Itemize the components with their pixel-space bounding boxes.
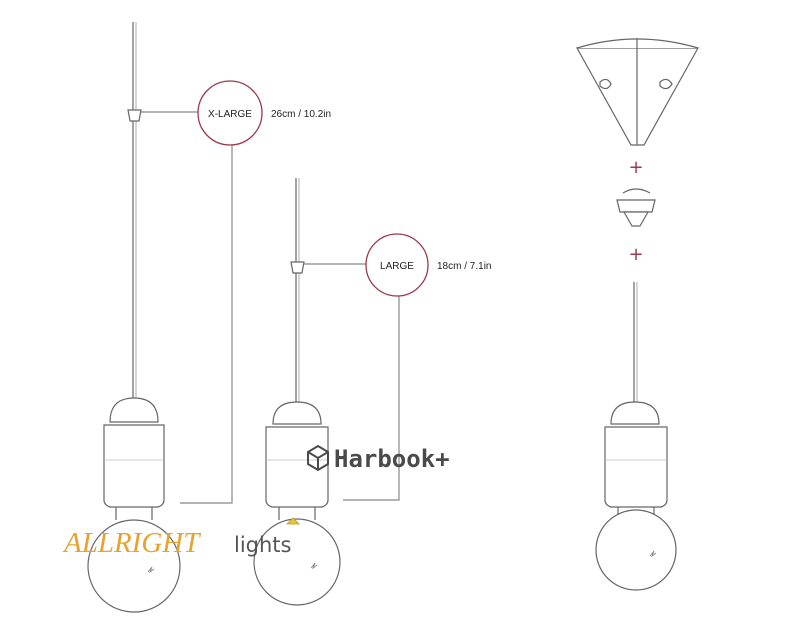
- assembly-dome: [610, 401, 660, 425]
- large-socket: [265, 426, 329, 508]
- xlarge-socket: [103, 424, 165, 508]
- plus-sign-2: +: [628, 244, 643, 265]
- xlarge-lamp: [87, 22, 233, 613]
- large-bulb: [253, 518, 341, 606]
- lights-watermark: lights: [234, 533, 291, 557]
- xlarge-label: X-LARGE: [208, 109, 252, 120]
- xlarge-label-circle: [197, 80, 263, 146]
- assembly-bulb: [595, 509, 677, 591]
- large-cord-stopper: [290, 261, 305, 274]
- xlarge-dimension: 26cm / 10.2in: [271, 109, 331, 120]
- allright-watermark: ALLRIGHT: [62, 527, 201, 559]
- cord-connector: [616, 199, 656, 213]
- filament-icon: [286, 517, 300, 525]
- large-lamp: [253, 178, 400, 606]
- large-label: LARGE: [380, 261, 414, 272]
- large-dimension: 18cm / 7.1in: [437, 261, 491, 272]
- plus-sign-1: +: [628, 157, 643, 178]
- large-dome: [272, 401, 322, 425]
- harbook-logo-icon: [307, 444, 329, 472]
- xlarge-cord-stopper: [127, 109, 142, 122]
- large-label-circle: [365, 233, 429, 297]
- assembly-socket: [604, 426, 668, 508]
- assembly-diagram: [575, 38, 700, 591]
- xlarge-dome: [109, 397, 159, 423]
- xlarge-bulb: [87, 519, 181, 613]
- harbook-watermark: Harbook+: [334, 445, 450, 473]
